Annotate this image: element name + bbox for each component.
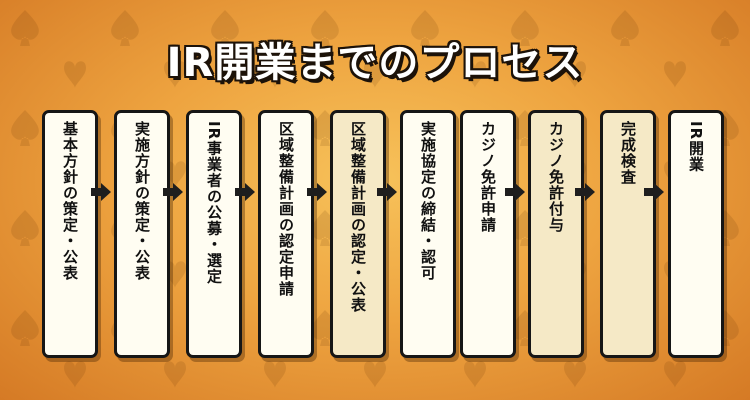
process-step-1: 基本方針の策定・公表: [42, 110, 98, 358]
arrow-right-icon: [235, 183, 255, 201]
step-label: 完成検査: [619, 121, 637, 185]
process-step-10: IR開業: [668, 110, 724, 358]
process-step-2: 実施方針の策定・公表: [114, 110, 170, 358]
step-label: IR事業者の公募・選定: [205, 121, 223, 285]
step-label: IR開業: [687, 121, 705, 173]
arrow-right-icon: [575, 183, 595, 201]
arrow-right-icon: [377, 183, 397, 201]
process-step-3: IR事業者の公募・選定: [186, 110, 242, 358]
arrow-right-icon: [91, 183, 111, 201]
process-step-7: カジノ免許申請: [460, 110, 516, 358]
process-step-8: カジノ免許付与: [528, 110, 584, 358]
step-label: 区域整備計画の認定申請: [277, 121, 295, 297]
arrow-right-icon: [307, 183, 327, 201]
step-label: カジノ免許付与: [547, 121, 565, 233]
process-step-9: 完成検査: [600, 110, 656, 358]
process-step-4: 区域整備計画の認定申請: [258, 110, 314, 358]
process-step-6: 実施協定の締結・認可: [400, 110, 456, 358]
step-label: カジノ免許申請: [479, 121, 497, 233]
step-label: 区域整備計画の認定・公表: [349, 121, 367, 313]
arrow-right-icon: [644, 183, 664, 201]
step-label: 実施方針の策定・公表: [133, 121, 151, 281]
process-step-5: 区域整備計画の認定・公表: [330, 110, 386, 358]
diagram-title: IR開業までのプロセス: [166, 40, 584, 86]
arrow-right-icon: [163, 183, 183, 201]
step-label: 基本方針の策定・公表: [61, 121, 79, 281]
arrow-right-icon: [505, 183, 525, 201]
step-label: 実施協定の締結・認可: [419, 121, 437, 281]
